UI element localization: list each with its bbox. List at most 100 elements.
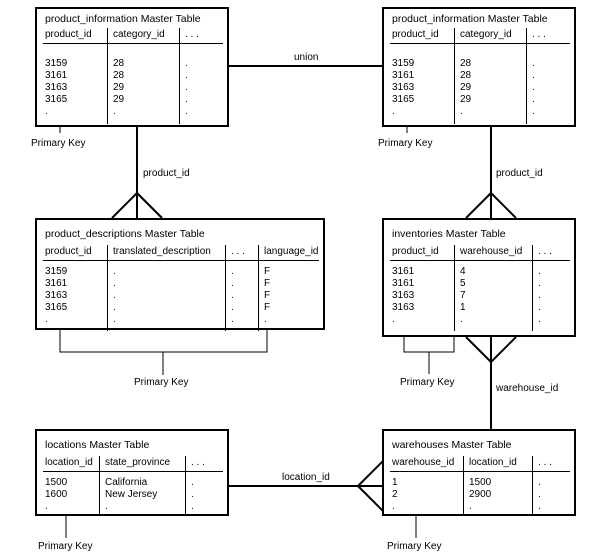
table-cell: . xyxy=(264,314,267,325)
table-cell: . xyxy=(113,302,116,313)
table-cell: . xyxy=(191,489,194,500)
table-locations: locations Master Table location_id state… xyxy=(35,429,229,516)
table-cell: . xyxy=(185,82,188,93)
column-header: location_id xyxy=(469,457,517,468)
table-cell: 3161 xyxy=(392,70,415,81)
table-cell: . xyxy=(231,278,234,289)
table-cell: 7 xyxy=(460,290,466,301)
primary-key-label: Primary Key xyxy=(400,377,455,388)
column-header: warehouse_id xyxy=(460,246,523,257)
table-cell: . xyxy=(231,314,234,325)
relationship-label-union: union xyxy=(294,52,319,63)
column-header: . . . xyxy=(538,457,552,468)
table-title: locations Master Table xyxy=(45,439,150,451)
table-cell: 1 xyxy=(460,302,466,313)
table-cell: . xyxy=(532,70,535,81)
table-cell: . xyxy=(185,70,188,81)
table-cell: 28 xyxy=(460,70,472,81)
table-cell: 28 xyxy=(113,70,125,81)
table-warehouses: warehouses Master Table warehouse_id loc… xyxy=(382,429,576,516)
table-cell: . xyxy=(532,58,535,69)
primary-key-label: Primary Key xyxy=(38,541,93,552)
column-header: . . . xyxy=(532,29,546,40)
primary-key-label: Primary Key xyxy=(31,138,86,149)
table-cell: . xyxy=(460,314,463,325)
crowfoot-wh-b xyxy=(357,485,384,512)
table-cell: . xyxy=(113,314,116,325)
column-header: product_id xyxy=(392,246,439,257)
table-title: product_descriptions Master Table xyxy=(45,228,205,240)
table-cell: . xyxy=(392,501,395,512)
table-cell: 2 xyxy=(392,489,398,500)
table-cell: . xyxy=(191,501,194,512)
table-cell: . xyxy=(185,58,188,69)
crowfoot-wh-a xyxy=(357,460,384,487)
table-cell: F xyxy=(264,290,271,301)
table-cell: 3159 xyxy=(45,266,68,277)
column-header: category_id xyxy=(460,29,512,40)
primary-key-label: Primary Key xyxy=(378,138,433,149)
table-cell: . xyxy=(113,266,116,277)
table-cell: . xyxy=(113,290,116,301)
table-cell: 28 xyxy=(113,58,125,69)
crowfoot-inv-b xyxy=(490,336,517,363)
table-cell: 29 xyxy=(113,94,125,105)
table-cell: . xyxy=(185,106,188,117)
table-cell: . xyxy=(532,82,535,93)
table-cell: . xyxy=(392,314,395,325)
table-cell: 3159 xyxy=(392,58,415,69)
relationship-label-location-id: location_id xyxy=(282,472,330,483)
table-cell: California xyxy=(105,477,148,488)
crowfoot-right-b xyxy=(490,192,517,219)
table-cell: 1600 xyxy=(45,489,68,500)
table-cell: 29 xyxy=(460,94,472,105)
table-cell: . xyxy=(45,106,48,117)
table-cell: . xyxy=(538,477,541,488)
table-cell: 3159 xyxy=(45,58,68,69)
table-cell: 28 xyxy=(460,58,472,69)
column-header: . . . xyxy=(538,246,552,257)
table-cell: . xyxy=(538,489,541,500)
relationship-label-product-id-right: product_id xyxy=(496,168,543,179)
crowfoot-left-b xyxy=(136,192,163,219)
table-title: inventories Master Table xyxy=(392,228,506,240)
table-cell: 3161 xyxy=(45,70,68,81)
table-cell: . xyxy=(460,106,463,117)
column-header: location_id xyxy=(45,457,93,468)
table-cell: 1 xyxy=(392,477,398,488)
table-cell: F xyxy=(264,302,271,313)
table-cell: 3165 xyxy=(45,94,68,105)
table-cell: 1500 xyxy=(45,477,68,488)
table-cell: . xyxy=(113,278,116,289)
table-title: warehouses Master Table xyxy=(392,439,512,451)
column-header: translated_description xyxy=(113,246,211,257)
crowfoot-right-a xyxy=(465,192,492,219)
table-product-information-left: product_information Master Table product… xyxy=(35,7,229,127)
column-header: warehouse_id xyxy=(392,457,455,468)
table-cell: 2900 xyxy=(469,489,492,500)
table-cell: . xyxy=(538,501,541,512)
table-cell: 3163 xyxy=(392,302,415,313)
table-title: product_information Master Table xyxy=(45,13,201,25)
table-cell: 3163 xyxy=(45,290,68,301)
table-cell: . xyxy=(469,501,472,512)
column-header: language_id xyxy=(264,246,319,257)
crowfoot-inv-a xyxy=(465,336,492,363)
column-header: state_province xyxy=(105,457,171,468)
table-cell: 3161 xyxy=(392,278,415,289)
table-cell: 3163 xyxy=(392,290,415,301)
column-header: product_id xyxy=(45,246,92,257)
table-cell: . xyxy=(538,266,541,277)
table-cell: 4 xyxy=(460,266,466,277)
table-cell: . xyxy=(538,290,541,301)
table-cell: . xyxy=(231,302,234,313)
table-cell: . xyxy=(538,278,541,289)
table-cell: 1500 xyxy=(469,477,492,488)
table-cell: 3165 xyxy=(45,302,68,313)
table-cell: 3163 xyxy=(392,82,415,93)
table-cell: 29 xyxy=(460,82,472,93)
table-cell: 3165 xyxy=(392,94,415,105)
relationship-label-warehouse-id: warehouse_id xyxy=(496,383,559,394)
table-cell: . xyxy=(105,501,108,512)
table-cell: New Jersey xyxy=(105,489,158,500)
